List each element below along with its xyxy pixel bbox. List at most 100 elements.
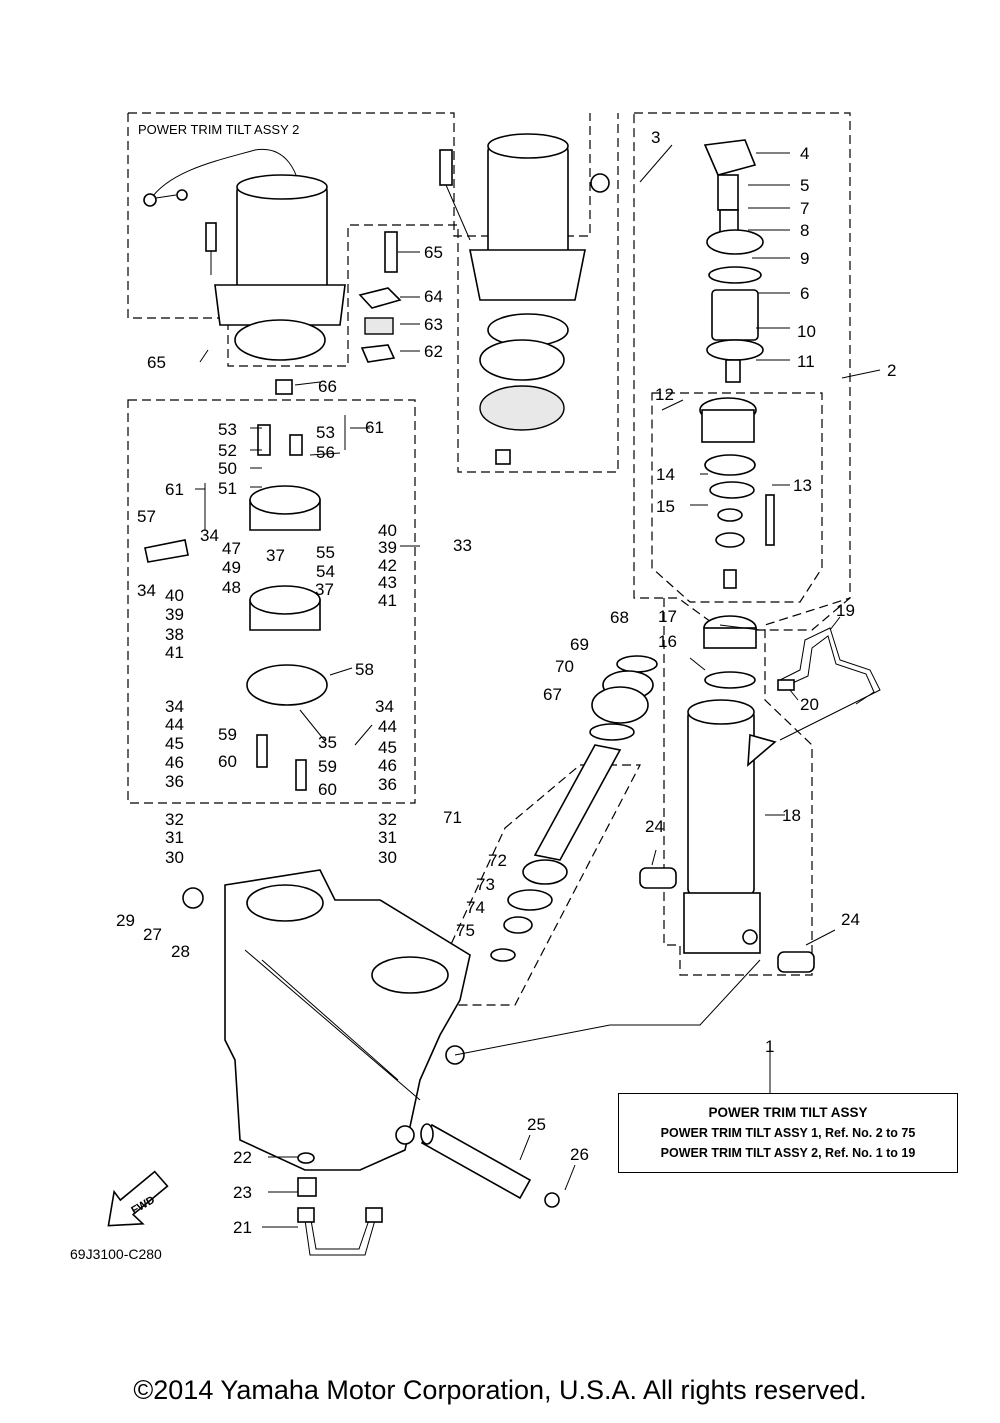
callout-45b: 45 [378, 738, 397, 757]
tilt-ram-assy [490, 655, 658, 962]
callout-39a: 39 [165, 605, 184, 624]
callout-11: 11 [797, 352, 815, 371]
callout-45a: 45 [165, 734, 184, 753]
callout-28: 28 [171, 942, 190, 961]
callout-68: 68 [610, 608, 629, 627]
callout-72: 72 [488, 851, 507, 870]
callout-37a: 37 [266, 546, 285, 565]
callout-63: 63 [424, 315, 443, 334]
callout-40a: 40 [165, 586, 184, 605]
callout-60b: 60 [318, 780, 337, 799]
title-box-line-1: POWER TRIM TILT ASSY 1, Ref. No. 2 to 75 [660, 1126, 916, 1140]
callout-19: 19 [836, 601, 855, 620]
callout-6: 6 [800, 284, 809, 303]
callout-54: 54 [316, 562, 335, 581]
callout-32a: 32 [165, 810, 184, 829]
callout-17: 17 [658, 607, 677, 626]
hose-assy [777, 627, 881, 705]
callout-24a: 24 [645, 817, 664, 836]
callout-23: 23 [233, 1183, 252, 1202]
callout-36b: 36 [378, 775, 397, 794]
callout-34d: 34 [375, 697, 394, 716]
callout-65a: 65 [424, 243, 443, 262]
callout-9: 9 [800, 249, 809, 268]
callout-30a: 30 [165, 848, 184, 867]
callout-49: 49 [222, 558, 241, 577]
callout-22: 22 [233, 1148, 252, 1167]
callout-71: 71 [443, 808, 462, 827]
callout-59a: 59 [218, 725, 237, 744]
callout-43: 43 [378, 573, 397, 592]
callout-34b: 34 [137, 581, 156, 600]
callout-46a: 46 [165, 753, 184, 772]
callout-44b: 44 [378, 717, 397, 736]
fwd-arrow-icon: FWD [107, 1170, 169, 1227]
callout-58: 58 [355, 660, 374, 679]
callout-27: 27 [143, 925, 162, 944]
callout-64: 64 [424, 287, 443, 306]
callout-75: 75 [456, 921, 475, 940]
callout-26: 26 [570, 1145, 589, 1164]
callout-8: 8 [800, 221, 809, 240]
callout-33: 33 [453, 536, 472, 555]
callout-74: 74 [466, 898, 485, 917]
callout-39b: 39 [378, 538, 397, 557]
callout-34a: 34 [200, 526, 219, 545]
callout-31b: 31 [378, 828, 397, 847]
part-code-label: 69J3100-C280 [70, 1246, 162, 1262]
callout-52: 52 [218, 441, 237, 460]
callout-61a: 61 [165, 480, 184, 499]
callout-62: 62 [424, 342, 443, 361]
assy-2-box-label: POWER TRIM TILT ASSY 2 [138, 122, 299, 137]
pivot-pin [420, 1123, 560, 1208]
callout-44a: 44 [165, 715, 184, 734]
cylinder-assy [683, 139, 777, 954]
callout-60a: 60 [218, 752, 237, 771]
callout-61b: 61 [365, 418, 384, 437]
callout-57: 57 [137, 507, 156, 526]
callout-14: 14 [656, 465, 675, 484]
callout-41b: 41 [378, 591, 397, 610]
callout-10: 10 [797, 322, 816, 341]
callout-36a: 36 [165, 772, 184, 791]
bottom-fittings [297, 1152, 383, 1256]
callout-31a: 31 [165, 828, 184, 847]
motor-assy-2 [143, 148, 346, 361]
callout-3: 3 [651, 128, 660, 147]
assembly-title-box: POWER TRIM TILT ASSY POWER TRIM TILT ASS… [618, 1093, 958, 1173]
callout-46b: 46 [378, 756, 397, 775]
callout-7: 7 [800, 199, 809, 218]
callout-67: 67 [543, 685, 562, 704]
callout-66: 66 [318, 377, 337, 396]
callout-70: 70 [555, 657, 574, 676]
callout-29: 29 [116, 911, 135, 930]
title-box-main: POWER TRIM TILT ASSY [708, 1105, 868, 1120]
title-box-line-2: POWER TRIM TILT ASSY 2, Ref. No. 1 to 19 [660, 1146, 916, 1160]
callout-53b: 53 [316, 423, 335, 442]
callout-41a: 41 [165, 643, 184, 662]
callout-56: 56 [316, 443, 335, 462]
callout-numbers: 1 2 3 4 5 6 7 8 9 10 11 12 13 14 15 16 1… [116, 128, 896, 1237]
callout-4: 4 [800, 144, 809, 163]
callout-13: 13 [793, 476, 812, 495]
callout-51: 51 [218, 479, 237, 498]
callout-12: 12 [655, 385, 674, 404]
callout-42: 42 [378, 556, 397, 575]
callout-69: 69 [570, 635, 589, 654]
copyright-notice: ©2014 Yamaha Motor Corporation, U.S.A. A… [133, 1375, 867, 1405]
motor-assy-1 [439, 133, 610, 465]
main-bracket-body [182, 869, 761, 1171]
callout-25: 25 [527, 1115, 546, 1134]
callout-34c: 34 [165, 697, 184, 716]
callout-73: 73 [476, 875, 495, 894]
callout-1: 1 [765, 1037, 774, 1056]
callout-59b: 59 [318, 757, 337, 776]
callout-47: 47 [222, 539, 241, 558]
callout-65b: 65 [147, 353, 166, 372]
callout-15: 15 [656, 497, 675, 516]
callout-55: 55 [316, 543, 335, 562]
callout-35: 35 [318, 733, 337, 752]
callout-20: 20 [800, 695, 819, 714]
callout-50: 50 [218, 459, 237, 478]
